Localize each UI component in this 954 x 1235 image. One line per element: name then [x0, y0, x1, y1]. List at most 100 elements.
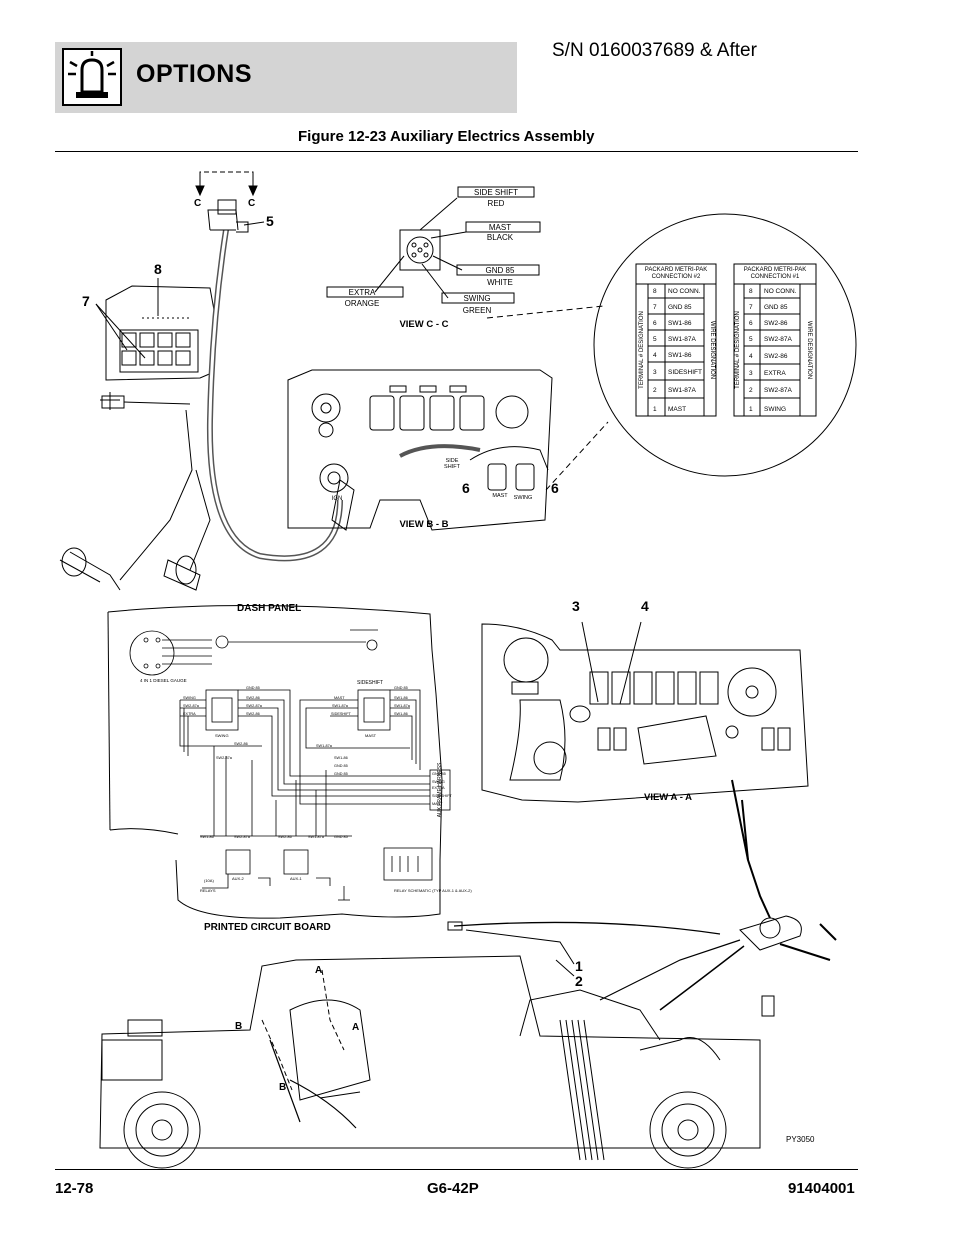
header-band — [55, 42, 517, 113]
connector2-terminal-7: 7 — [653, 304, 657, 311]
callout-a-top: A — [315, 965, 322, 976]
connector1-terminal-2: 2 — [749, 387, 753, 394]
aux-harness-label: AUX FRAME HARNESS — [437, 762, 443, 817]
schematic-wire-mast_right_wires-0: GND 85 — [394, 686, 408, 690]
view-c-connector — [374, 197, 467, 299]
schematic-wire-harness_wires-2: EXTRA — [432, 786, 445, 790]
connector1-terminal-4: 4 — [749, 353, 753, 360]
schematic-wire-harness_wires-3: SIDESHIFT — [432, 794, 453, 798]
conn1-wire-header: WIRE DESIGNATION — [806, 321, 812, 379]
connector1-wire-1: SWING — [764, 406, 786, 413]
connector1-terminal-8: 8 — [749, 288, 753, 295]
schematic-wire-bus_wires-0: SW2-86 — [234, 742, 248, 746]
callout-8: 8 — [154, 261, 162, 277]
header-rule — [55, 151, 858, 152]
relays-label: RELAYS — [200, 888, 216, 893]
schematic-wire-pcb_wires-0: SW1-86 — [200, 835, 214, 839]
beacon-light-icon — [68, 51, 116, 98]
connector1-wire-3: EXTRA — [764, 370, 786, 377]
connector2-wire-3: SIDESHIFT — [668, 369, 702, 376]
callout-3: 3 — [572, 598, 580, 614]
model-number: G6-42P — [427, 1180, 479, 1197]
relay-schematic-label: RELAY SCHEMATIC (TYP AUX-1 & AUX-2) — [394, 888, 472, 893]
connector2-terminal-1: 1 — [653, 406, 657, 413]
schematic-wire-mast_wires-2: SIDESHIFT — [331, 712, 352, 716]
section-c-cut-line — [199, 171, 254, 176]
connector2-terminal-2: 2 — [653, 387, 657, 394]
section-title: OPTIONS — [136, 60, 253, 88]
callout-6-right: 6 — [551, 480, 559, 496]
schematic-wire-bus_wires-1: SW2-87a — [216, 756, 233, 760]
view-b-swing: SWING — [514, 495, 533, 501]
options-section-icon — [62, 48, 122, 106]
connector1-wire-2: SW2-87A — [764, 387, 792, 394]
truck-frame — [99, 915, 837, 1169]
extra-label-box — [326, 286, 404, 298]
figure-title: Figure 12-23 Auxiliary Electrics Assembl… — [298, 128, 595, 145]
view-a-instrument-panel — [481, 621, 809, 919]
conn2-title-2: CONNECTION #2 — [652, 274, 701, 280]
sideshift-switch-label: SIDESHIFT — [357, 680, 383, 686]
conn2-wire-header: WIRE DESIGNATION — [709, 321, 715, 379]
mast-switch-label: MAST — [365, 733, 377, 738]
connector2-wire-2: SW1-87A — [668, 387, 696, 394]
main-harness — [206, 229, 343, 562]
dash-panel-schematic — [107, 604, 451, 919]
mast-label-box — [465, 221, 541, 233]
connector2-wire-5: SW1-87A — [668, 336, 696, 343]
callout-6-left: 6 — [462, 480, 470, 496]
schematic-wire-swing_right_wires-1: SW2-86 — [246, 696, 260, 700]
swing-switch-label: SWING — [215, 733, 229, 738]
reference-code: PY3050 — [786, 1135, 815, 1144]
schematic-wire-swing_wires-1: SW2-87a — [183, 704, 200, 708]
callout-1: 1 — [575, 958, 583, 974]
conn2-terminal-header: TERMINAL # DESIGNATION — [639, 311, 645, 389]
conn1-title-2: CONNECTION #1 — [751, 274, 800, 280]
schematic-wire-swing_right_wires-3: SW2-86 — [246, 712, 260, 716]
conn1-terminal-header: TERMINAL # DESIGNATION — [735, 311, 741, 389]
connector1-terminal-3: 3 — [749, 370, 753, 377]
connector1-wire-4: SW2-86 — [764, 353, 788, 360]
schematic-wire-swing_right_wires-2: SW2-87a — [246, 704, 263, 708]
schematic-wire-pcb_wires-4: GND 85 — [334, 835, 348, 839]
schematic-wire-bus_wires-5: GND 85 — [334, 772, 348, 776]
side-shift-label-box — [457, 186, 535, 198]
gnd85-label-box — [456, 264, 540, 276]
schematic-wire-pcb_wires-3: SW1-87a — [308, 835, 325, 839]
schematic-wire-pcb_wires-2: SW2-86 — [278, 835, 292, 839]
connector2-terminal-3: 3 — [653, 369, 657, 376]
connector2-wire-4: SW1-86 — [668, 352, 692, 359]
connector2-terminal-4: 4 — [653, 352, 657, 359]
conn1-title-1: PACKARD METRI-PAK — [744, 267, 806, 273]
view-b-dash-panel — [287, 369, 553, 531]
footer-rule — [55, 1169, 858, 1170]
conn2-title-1: PACKARD METRI-PAK — [645, 267, 707, 273]
schematic-wire-mast_right_wires-1: SW1-86 — [394, 696, 408, 700]
callout-b-left: B — [235, 1021, 242, 1032]
connector1-terminal-6: 6 — [749, 320, 753, 327]
swing-label-box — [441, 292, 515, 304]
connector2-terminal-5: 5 — [653, 336, 657, 343]
fuse-label: (10A) — [204, 878, 214, 883]
schematic-wire-swing_wires-2: EXTRA — [183, 712, 196, 716]
view-c-extra: EXTRA — [349, 288, 376, 297]
view-c-orange: ORANGE — [345, 299, 380, 308]
detail-circle — [593, 213, 857, 477]
document-number: 91404001 — [788, 1180, 855, 1197]
view-c-mast: MAST — [489, 223, 511, 232]
callout-7: 7 — [82, 293, 90, 309]
page-number: 12-78 — [55, 1180, 94, 1197]
connector2-terminal-6: 6 — [653, 320, 657, 327]
view-a-label: VIEW A - A — [644, 792, 692, 803]
schematic-wire-bus_wires-4: GND 85 — [334, 764, 348, 768]
view-c-green: GREEN — [463, 306, 492, 315]
view-c-swing: SWING — [463, 294, 490, 303]
connector1-wire-6: SW2-86 — [764, 320, 788, 327]
connector1-wire-7: GND 85 — [764, 304, 788, 311]
view-c-gnd85: GND 85 — [486, 266, 515, 275]
callout-c-right: C — [248, 198, 255, 209]
view-c-side-shift: SIDE SHIFT — [474, 188, 518, 197]
view-b-ign: IGN — [332, 496, 343, 502]
schematic-wire-harness_wires-1: SWING — [432, 780, 445, 784]
